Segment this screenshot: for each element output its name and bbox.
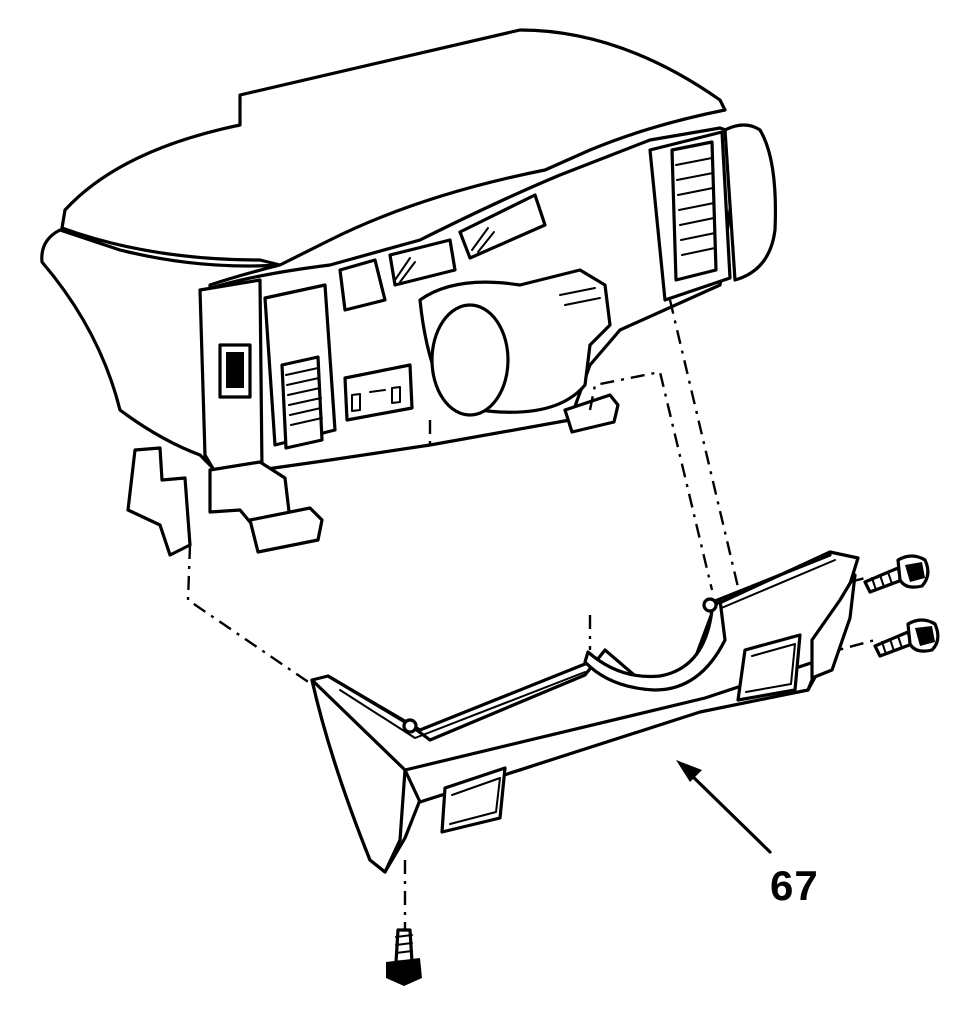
mount-hole-right xyxy=(702,597,718,613)
bolster-front-face xyxy=(403,658,822,804)
bolster-left-opening xyxy=(440,766,507,834)
callout-number-67: 67 xyxy=(770,862,819,909)
callout-leader xyxy=(676,760,772,854)
mount-hole-left xyxy=(402,718,418,734)
left-mount-tab xyxy=(248,506,324,554)
instrument-panel xyxy=(40,28,777,557)
dash-top-shell xyxy=(40,28,727,472)
steering-cutout xyxy=(583,598,727,692)
gauge-window-left xyxy=(338,258,387,312)
left-switch-pod-detail xyxy=(226,352,244,388)
right-mount-tab xyxy=(563,393,620,434)
bolster-left-face xyxy=(310,678,407,874)
steering-column-opening xyxy=(430,303,510,417)
gauge-window-right xyxy=(458,193,547,260)
bolster-right-opening xyxy=(736,633,802,702)
screw-bottom xyxy=(386,928,422,986)
screw-upper-right xyxy=(863,554,930,594)
right-end-cap xyxy=(723,123,777,282)
knee-bolster-panel xyxy=(310,550,860,874)
radio-control xyxy=(343,363,414,422)
bolster-right-tab xyxy=(810,573,857,680)
left-lower-bracket xyxy=(126,446,192,557)
screw-middle-right xyxy=(873,618,940,658)
